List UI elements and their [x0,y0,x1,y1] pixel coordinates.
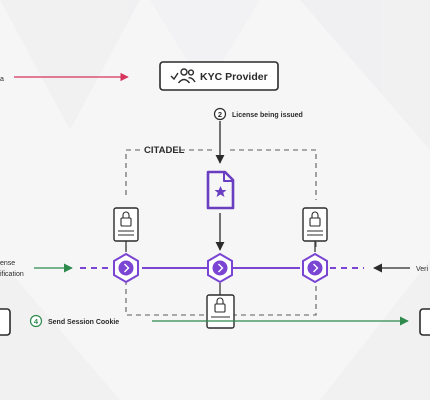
license-document-icon [206,170,235,210]
step-2-license-issued: 2 License being issued [213,107,303,121]
lock-card-right [302,207,328,242]
citadel-node-right [302,252,328,284]
lock-card-left [113,207,139,242]
partial-label-right: Veri [416,266,429,273]
partial-label-left-1: ense [0,260,15,267]
citadel-label: CITADEL [144,145,185,156]
step-2-number: 2 [218,110,222,119]
citadel-boundary [125,149,317,316]
citadel-node-center [207,252,233,284]
lock-card-bottom [206,294,235,329]
step-2-label: License being issued [232,112,303,119]
step-4-badge [29,314,43,328]
step-4-label: Send Session Cookie [48,319,119,326]
step-4-number: 4 [34,317,39,326]
device-right-icon [419,308,430,336]
device-left-icon [0,308,11,336]
kyc-provider-box: KYC Provider [159,61,279,91]
partial-label-left-2: ification [0,271,24,278]
partial-label-top-left: a [0,76,4,83]
kyc-provider-label: KYC Provider [200,71,268,83]
step-4-send-session-cookie: 4 Send Session Cookie [29,314,119,328]
step-2-badge [213,107,227,121]
people-check-icon [170,68,196,84]
citadel-node-left [113,252,139,284]
